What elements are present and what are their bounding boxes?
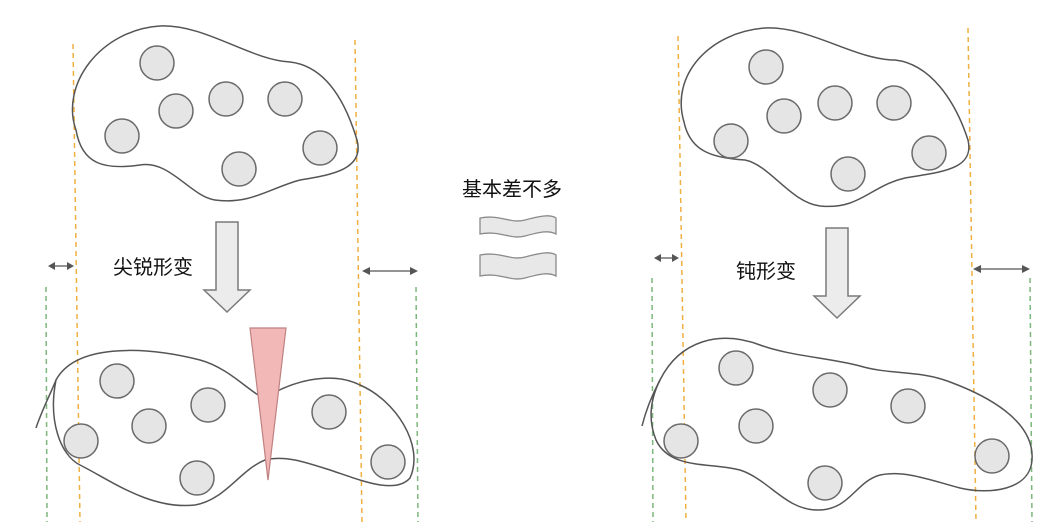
top-left-blob — [71, 25, 359, 202]
sharp-deformation-label: 尖锐形变 — [113, 255, 193, 279]
right-green-guide — [415, 286, 419, 523]
right-inner-orange-guide — [967, 27, 977, 523]
particle — [221, 151, 257, 187]
particle — [817, 85, 853, 121]
left-panel: 尖锐形变 — [35, 25, 419, 523]
particle — [63, 423, 99, 459]
particle — [208, 81, 244, 117]
right-panel: 钝形变 — [641, 27, 1033, 523]
particle — [812, 372, 848, 408]
particle — [302, 130, 338, 166]
particle — [179, 460, 215, 496]
right-right-green-guide — [1029, 277, 1033, 523]
right-panel-right-double-arrow — [973, 265, 1030, 273]
particle — [876, 85, 912, 121]
right-left-green-guide — [651, 277, 654, 523]
particle — [890, 388, 926, 424]
right-gap-double-arrow — [362, 267, 418, 275]
roughly-same-label: 基本差不多 — [462, 177, 562, 201]
particle — [830, 156, 866, 192]
bottom-left-deformed-blob — [52, 349, 415, 507]
blob-tail-stroke — [641, 379, 661, 427]
particle — [713, 123, 749, 159]
particle — [663, 423, 699, 459]
left-gap-double-arrow — [48, 262, 74, 270]
sharp-wedge — [249, 327, 287, 481]
particle — [738, 408, 774, 444]
particle — [911, 135, 947, 171]
bottom-right-deformed-blob — [650, 337, 1033, 511]
top-right-blob — [680, 27, 970, 208]
left-inner-orange-guide — [354, 39, 363, 523]
particle — [311, 394, 347, 430]
particle — [718, 350, 754, 386]
down-arrow-icon — [812, 227, 862, 320]
down-arrow-icon — [202, 221, 252, 314]
equivalence-icon-top — [479, 215, 557, 238]
left-green-guide — [45, 286, 48, 523]
particle — [267, 81, 303, 117]
center-panel: 基本差不多 — [462, 177, 562, 280]
particle — [370, 444, 406, 480]
particle — [158, 93, 194, 129]
particle — [190, 387, 226, 423]
particle — [807, 465, 843, 501]
particle — [766, 98, 802, 134]
particle — [104, 118, 140, 154]
blob-tail-stroke — [35, 379, 57, 429]
particle — [139, 45, 175, 81]
particle — [748, 49, 784, 85]
particle — [131, 408, 167, 444]
equivalence-icon-bottom — [479, 252, 557, 280]
blunt-deformation-label: 钝形变 — [736, 259, 796, 283]
particle — [974, 438, 1010, 474]
particle — [99, 363, 135, 399]
right-panel-left-double-arrow — [654, 254, 679, 262]
